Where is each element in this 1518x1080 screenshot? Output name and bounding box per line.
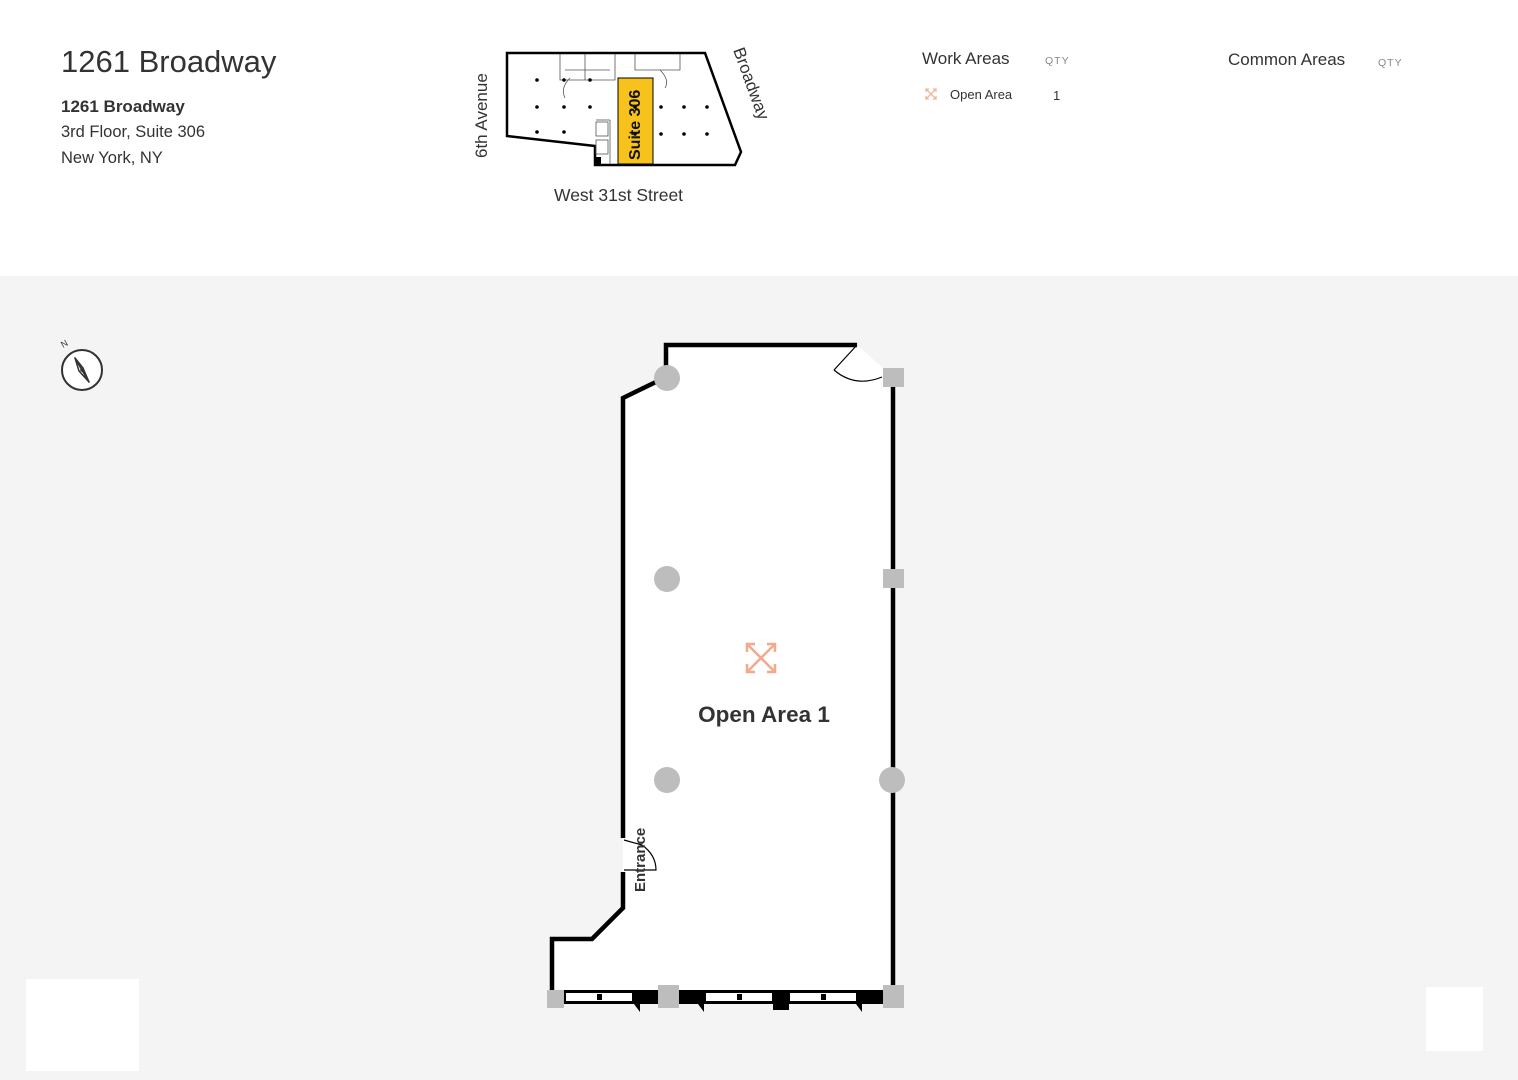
column [547, 990, 564, 1008]
legend-work-areas-title: Work Areas [922, 49, 1010, 68]
address-city: New York, NY [61, 149, 163, 167]
page-title: 1261 Broadway [61, 44, 277, 79]
keymap-street-right: Broadway [729, 45, 773, 123]
keymap-street-bottom: West 31st Street [554, 185, 683, 205]
column [654, 767, 680, 793]
columns [547, 365, 905, 1008]
column [654, 365, 680, 391]
column [883, 368, 904, 387]
open-area-1-room [552, 345, 893, 997]
legend-item-open-area-qty: 1 [1053, 88, 1061, 103]
column [883, 569, 904, 588]
column [658, 985, 679, 1008]
header-panel: 1261 Broadway 1261 Broadway 3rd Floor, S… [0, 0, 1518, 276]
floor-plan: Open Area 1 Entrance [547, 342, 905, 1012]
column [879, 767, 905, 793]
open-area-icon [925, 88, 937, 100]
column [883, 985, 904, 1008]
legend-item-open-area: Open Area [950, 87, 1013, 102]
keymap-suite-label: Suite 306 [627, 90, 644, 160]
window-wall [556, 990, 893, 1012]
keymap-street-left: 6th Avenue [472, 73, 491, 158]
keymap-interior [559, 54, 681, 164]
legend-work-qty-header: QTY [1045, 55, 1070, 67]
legend-common-areas-title: Common Areas [1228, 50, 1346, 69]
legend-common-qty-header: QTY [1378, 57, 1403, 69]
address-floor-suite: 3rd Floor, Suite 306 [61, 123, 206, 141]
door-top-right [833, 344, 883, 382]
key-map: Suite 306 6th Avenue Broadway West 31st … [472, 45, 773, 205]
compass-icon: N [59, 338, 103, 391]
room-label: Open Area 1 [698, 702, 830, 727]
bottom-left-panel [26, 979, 139, 1071]
entrance-door [623, 839, 657, 871]
column [654, 566, 680, 592]
entrance-label: Entrance [632, 828, 649, 892]
compass-north-label: N [59, 338, 70, 350]
keymap-column-dots [535, 78, 709, 136]
open-area-icon [745, 642, 777, 674]
keymap-suite-highlight [617, 77, 654, 165]
bottom-right-panel [1426, 987, 1483, 1051]
address-name: 1261 Broadway [61, 97, 185, 116]
